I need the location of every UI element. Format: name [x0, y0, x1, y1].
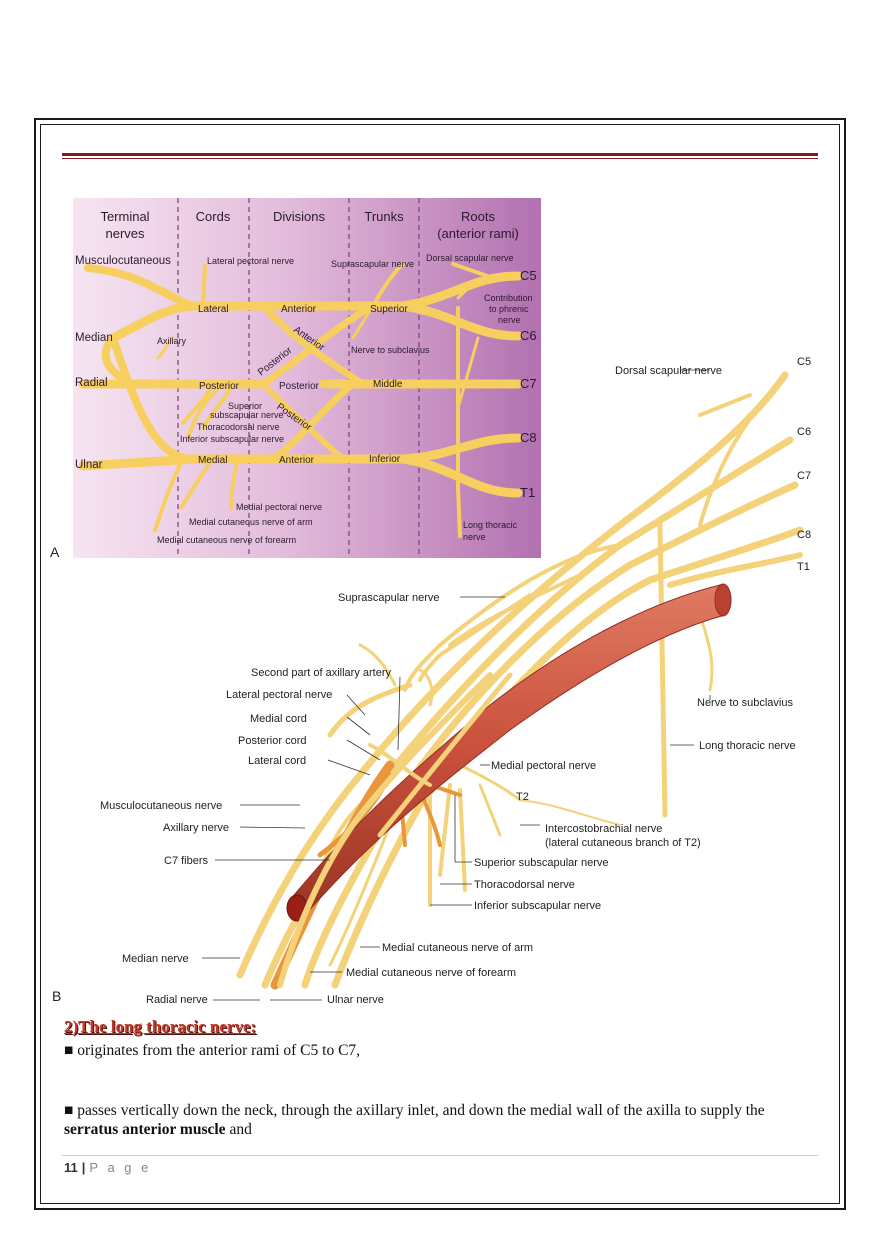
col-divisions-title: Divisions [273, 209, 326, 224]
axillary-anatomy-illustration: C5 C6 C7 C8 T1 T2 Dorsal scapular nerve … [60, 345, 850, 1010]
b-label-radial: Radial nerve [146, 994, 208, 1006]
b-label-second-part: Second part of axillary artery [251, 667, 392, 679]
b-label-thoracodorsal: Thoracodorsal nerve [474, 879, 575, 891]
b-label-t1: T1 [797, 561, 810, 573]
b-label-t2: T2 [516, 791, 529, 803]
label-lateral: Lateral [198, 304, 229, 315]
label-anterior-top: Anterior [281, 304, 317, 315]
label-posterior-cord: Posterior [199, 381, 240, 392]
label-suprascapular: Suprascapular nerve [331, 259, 414, 269]
b-label-nerve-subclavius: Nerve to subclavius [697, 697, 793, 709]
footer-rule [62, 1155, 818, 1156]
label-contribution-2: to phrenic [489, 304, 529, 314]
b-label-superior-subscap: Superior subscapular nerve [474, 857, 609, 869]
col-roots-title-2: (anterior rami) [437, 226, 519, 241]
brachial-plexus-schematic: Terminal nerves Cords Divisions Trunks R… [73, 198, 541, 558]
label-contribution-1: Contribution [484, 293, 533, 303]
label-superior-subscap-2: subscapular nerve [210, 410, 284, 420]
b-label-posterior-cord: Posterior cord [238, 735, 306, 747]
b-label-median: Median nerve [122, 953, 189, 965]
label-long-thoracic-1: Long thoracic [463, 520, 518, 530]
section-heading: 2)The long thoracic nerve: [64, 1017, 257, 1036]
b-label-lateral-cord: Lateral cord [248, 755, 306, 767]
label-long-thoracic-2: nerve [463, 532, 486, 542]
b-label-c7-fibers: C7 fibers [164, 855, 209, 867]
col-terminal-title-1: Terminal [100, 209, 149, 224]
b-label-c7: C7 [797, 470, 811, 482]
b-label-musculocutaneous: Musculocutaneous nerve [100, 800, 222, 812]
col-trunks-title: Trunks [364, 209, 404, 224]
page-frame-inner [40, 124, 840, 1204]
b-label-medial-cut-forearm: Medial cutaneous nerve of forearm [346, 967, 516, 979]
label-thoracodorsal: Thoracodorsal nerve [197, 422, 280, 432]
leader-lines [202, 369, 711, 1001]
b-label-c6: C6 [797, 426, 811, 438]
b-label-inferior-subscap: Inferior subscapular nerve [474, 900, 601, 912]
artery-proximal-end [714, 583, 732, 617]
schematic-background [73, 198, 541, 558]
label-root-c5: C5 [520, 268, 537, 283]
paragraph-origin: ■ originates from the anterior rami of C… [64, 1042, 361, 1059]
paragraph-course-text: ■ passes vertically down the neck, throu… [64, 1102, 765, 1119]
bold-serratus-anterior: serratus anterior muscle [64, 1121, 226, 1138]
label-root-c6: C6 [520, 328, 537, 343]
label-medial-cut-arm: Medial cutaneous nerve of arm [189, 517, 313, 527]
label-root-c8: C8 [520, 430, 537, 445]
label-root-c7: C7 [520, 376, 537, 391]
page-number: 11 [64, 1160, 78, 1175]
col-roots-title-1: Roots [461, 209, 495, 224]
label-ulnar: Ulnar [75, 459, 103, 471]
b-label-intercostobrachial-2: (lateral cutaneous branch of T2) [545, 837, 701, 849]
label-medial-pectoral: Medial pectoral nerve [236, 502, 322, 512]
header-rule [62, 153, 818, 156]
label-inferior: Inferior [369, 454, 401, 465]
panel-label-b: B [52, 988, 62, 1004]
label-nerve-subclavius: Nerve to subclavius [351, 345, 430, 355]
b-label-c8: C8 [797, 529, 811, 541]
col-cords-title: Cords [196, 209, 231, 224]
label-lateral-pectoral: Lateral pectoral nerve [207, 256, 294, 266]
page-frame-outer [34, 118, 846, 1210]
label-dorsal-scapular: Dorsal scapular nerve [426, 253, 514, 263]
b-label-intercostobrachial-1: Intercostobrachial nerve [545, 823, 662, 835]
col-terminal-title-2: nerves [105, 226, 145, 241]
label-median: Median [75, 332, 113, 344]
label-contribution-3: nerve [498, 315, 521, 325]
b-label-axillary: Axillary nerve [163, 822, 229, 834]
label-middle: Middle [373, 379, 403, 390]
b-label-lateral-pectoral: Lateral pectoral nerve [226, 689, 332, 701]
paragraph-course-tail: and [225, 1121, 252, 1138]
label-posterior-div: Posterior [279, 381, 320, 392]
label-inferior-subscap: Inferior subscapular nerve [180, 434, 284, 444]
label-medial-cut-forearm: Medial cutaneous nerve of forearm [157, 535, 296, 545]
b-label-dorsal-scapular: Dorsal scapular nerve [615, 365, 722, 377]
label-medial: Medial [198, 455, 227, 466]
header-rule-thin [62, 158, 818, 159]
label-root-t1: T1 [520, 485, 535, 500]
illustration-nerve-overlay [277, 672, 513, 988]
b-label-medial-cut-arm: Medial cutaneous nerve of arm [382, 942, 533, 954]
b-label-c5: C5 [797, 356, 811, 368]
schematic-nerve-paths [78, 262, 523, 538]
page-footer: 11|P a g e [64, 1160, 151, 1175]
footer-separator: | [81, 1160, 86, 1175]
label-superior: Superior [370, 304, 408, 315]
label-musculocutaneous: Musculocutaneous [75, 255, 171, 267]
b-label-suprascapular: Suprascapular nerve [338, 592, 440, 604]
b-label-medial-cord: Medial cord [250, 713, 307, 725]
label-axillary: Axillary [157, 336, 187, 346]
label-superior-subscap-1: Superior [228, 401, 262, 411]
paragraph-course: ■ passes vertically down the neck, throu… [64, 1101, 804, 1139]
panel-label-a: A [50, 544, 60, 560]
label-radial: Radial [75, 377, 108, 389]
page-word: P a g e [89, 1160, 152, 1175]
b-label-long-thoracic: Long thoracic nerve [699, 740, 796, 752]
b-label-ulnar: Ulnar nerve [327, 994, 384, 1006]
b-label-medial-pectoral: Medial pectoral nerve [491, 760, 596, 772]
label-anterior-low: Anterior [279, 455, 315, 466]
